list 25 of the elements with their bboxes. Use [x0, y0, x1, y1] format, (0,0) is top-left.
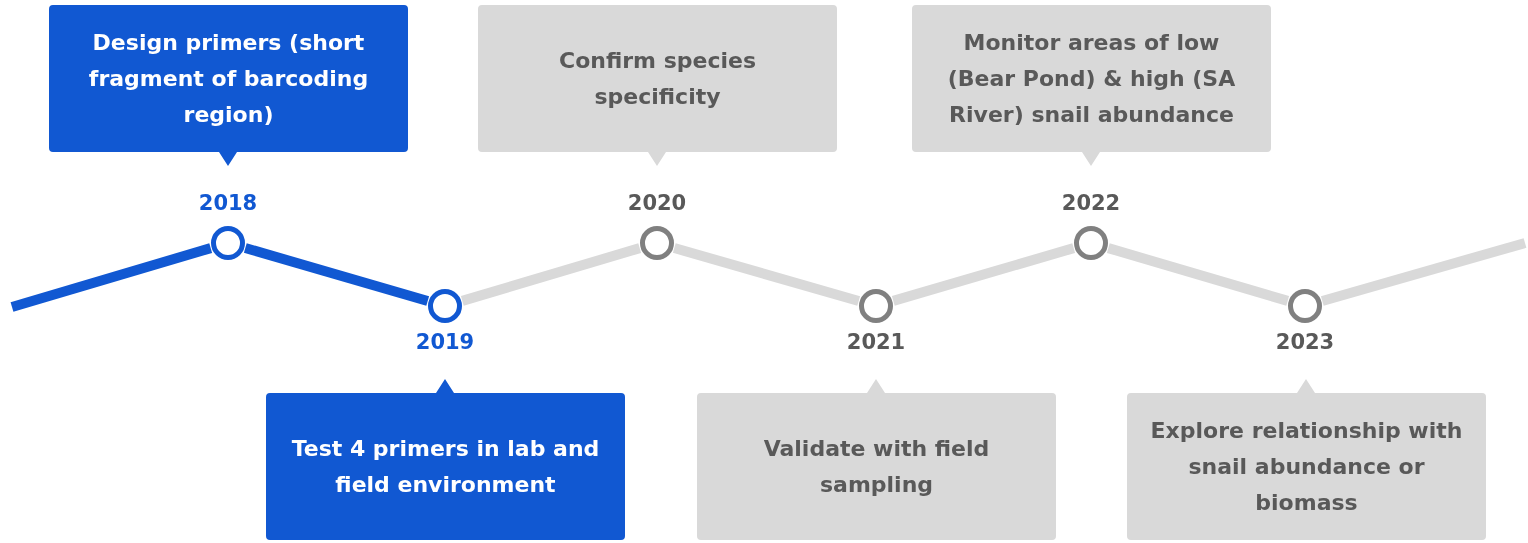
timeline-marker — [859, 289, 893, 323]
callout-box: Test 4 primers in lab and field environment — [266, 379, 625, 540]
year-label: 2023 — [1274, 330, 1336, 354]
timeline-marker — [1288, 289, 1322, 323]
callout-box: Validate with field sampling — [697, 379, 1056, 540]
timeline-line — [243, 243, 430, 306]
timeline-line — [1106, 243, 1290, 306]
timeline-marker — [428, 289, 462, 323]
callout-box: Design primers (short fragment of barcoding region) — [49, 5, 408, 166]
timeline-marker — [211, 226, 245, 260]
year-label: 2020 — [626, 191, 688, 215]
year-label: 2019 — [414, 330, 476, 354]
callout-box: Monitor areas of low (Bear Pond) & high (SA River) snail abundance — [912, 5, 1271, 166]
timeline-line — [1320, 238, 1527, 306]
timeline-line — [891, 243, 1076, 306]
timeline-marker — [640, 226, 674, 260]
year-label: 2021 — [845, 330, 907, 354]
year-label: 2018 — [197, 191, 259, 215]
year-label: 2022 — [1060, 191, 1122, 215]
timeline-line — [672, 243, 861, 306]
timeline-line — [460, 243, 642, 306]
callout-box: Explore relationship with snail abundance or biomass — [1127, 379, 1486, 540]
timeline-marker — [1074, 226, 1108, 260]
timeline-line — [10, 243, 213, 312]
callout-box: Confirm species specificity — [478, 5, 837, 166]
